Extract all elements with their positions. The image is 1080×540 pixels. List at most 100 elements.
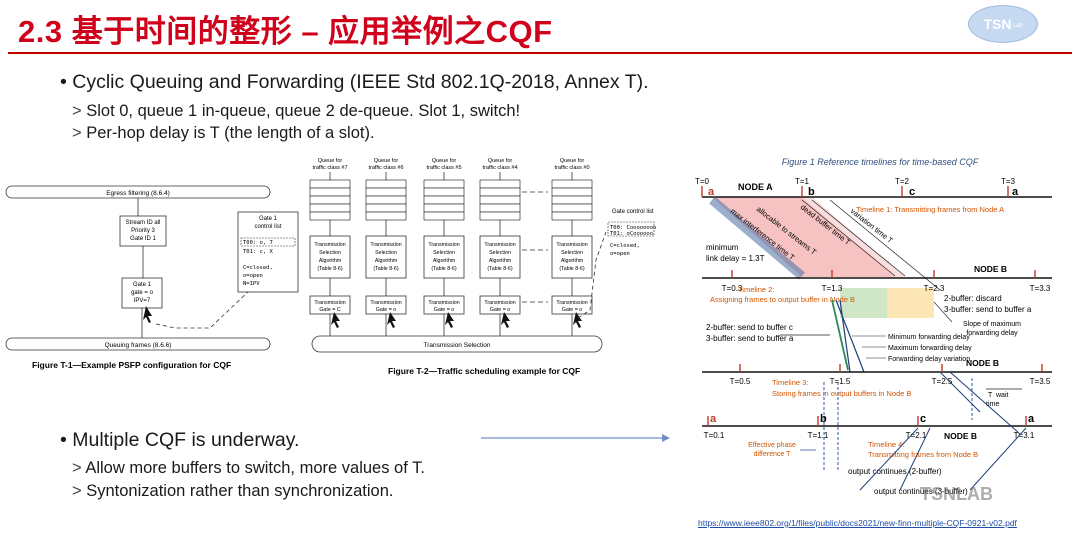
gate-title: Transmission xyxy=(484,300,515,306)
queue-label: Queue for xyxy=(318,158,343,164)
timeline-1-label: Timeline 1: Transmitting frames from Nod… xyxy=(856,205,1004,214)
control-row: T00: o, 7 xyxy=(243,240,273,246)
wait-label: time xyxy=(986,401,999,408)
node-b-label: NODE B xyxy=(966,358,999,368)
gate-state: Gate = o xyxy=(562,307,583,313)
control-title: control list xyxy=(254,224,281,230)
gate-switch-icon xyxy=(573,312,582,328)
tsa-label: (Table 8-6) xyxy=(559,266,585,272)
discard-label: 2-buffer: discard xyxy=(944,294,1002,303)
buffer-letter: a xyxy=(1012,186,1019,198)
tick-label: T=3 xyxy=(1001,177,1016,186)
gate-line: gate = o xyxy=(131,290,154,296)
phase-label: Effective phase xyxy=(748,442,796,449)
tsa-box xyxy=(551,235,593,279)
wait-label: T xyxy=(988,392,993,399)
reference-link[interactable]: https://www.ieee802.org/1/files/public/d… xyxy=(698,518,1017,528)
tsa-box xyxy=(479,235,521,279)
timeline-2-label: Assigning frames to output buffer in Nod… xyxy=(710,295,855,304)
tsa-label: Transmission xyxy=(370,242,401,248)
tsa-label: Selection xyxy=(561,250,583,256)
tick-label: T=0.3 xyxy=(722,284,743,293)
tsa-label: Algorithm xyxy=(561,258,584,264)
gate-switch-icon xyxy=(331,312,340,328)
tick-label: T=2.1 xyxy=(906,431,927,440)
chevron-right-icon: > xyxy=(72,124,82,142)
figure-t1-caption: Figure T-1—Example PSFP configuration fo… xyxy=(32,360,231,370)
egress-label: Egress filtering (8.6.4) xyxy=(106,190,170,197)
gate-title: Transmission xyxy=(314,300,345,306)
output-label: output continues (2-buffer) xyxy=(848,467,942,476)
legend-line: o=open xyxy=(243,273,263,279)
tsa-label: Algorithm xyxy=(489,258,512,264)
node-b-label: NODE B xyxy=(974,264,1007,274)
tsa-label: Transmission xyxy=(428,242,459,248)
tsa-label: Transmission xyxy=(556,242,587,248)
gate-switch-icon xyxy=(143,306,152,323)
transmission-selection-label: Transmission Selection xyxy=(424,342,491,349)
sub-bullet-syntonization: > Syntonization rather than synchronizat… xyxy=(72,482,394,500)
tick-label: T=2.5 xyxy=(932,377,953,386)
queue-label: traffic class #4 xyxy=(482,165,517,171)
queue-label: Queue for xyxy=(488,158,513,164)
figure-1-timelines: Figure 1 Reference timelines for time-ba… xyxy=(695,157,1052,504)
transmission-selection-box xyxy=(311,335,603,353)
fwd-label: Maximum forwarding delay xyxy=(888,345,972,352)
slope-label: forwarding delay xyxy=(966,330,1018,337)
send-label: 2-buffer: send to buffer c xyxy=(706,323,793,332)
tick-label: T=0.5 xyxy=(730,377,751,386)
queue-buffer xyxy=(309,179,351,221)
t2-control-title: Gate control list xyxy=(612,209,654,215)
tick-label: T=3.5 xyxy=(1030,377,1051,386)
queue-buffer xyxy=(423,179,465,221)
queue-label: traffic class #5 xyxy=(426,165,461,171)
node-a-label: NODE A xyxy=(738,182,773,192)
fwd-label: Forwarding delay variation xyxy=(888,356,970,363)
discard-label: 3-buffer: send to buffer a xyxy=(944,305,1032,314)
sub-bullet-buffers: > Allow more buffers to switch, more val… xyxy=(72,459,425,477)
buffer-letter: b xyxy=(820,413,827,425)
gate-line: Gate 1 xyxy=(133,282,152,288)
control-row: T01: c, X xyxy=(243,249,273,255)
tick-label: T=1 xyxy=(795,177,810,186)
queue-label: Queue for xyxy=(560,158,585,164)
stream-filter-box xyxy=(119,215,167,247)
tick-label: T=0 xyxy=(695,177,710,186)
queue-buffer xyxy=(365,179,407,221)
buffer-letter: b xyxy=(808,186,815,198)
slope-label: Slope of maximum xyxy=(963,321,1021,328)
tsa-box xyxy=(309,235,351,279)
sub-bullet-delay: > Per-hop delay is T (the length of a sl… xyxy=(72,124,375,142)
wait-label: wait xyxy=(995,392,1009,399)
tick-label: T=1.5 xyxy=(830,377,851,386)
tick-label: T=2.3 xyxy=(924,284,945,293)
queuing-frames-box xyxy=(5,337,271,351)
gate-state: Gate = o xyxy=(490,307,511,313)
legend-line: C=closed, xyxy=(243,265,273,271)
tsa-label: (Table 8-6) xyxy=(487,266,513,272)
gate-title: Transmission xyxy=(556,300,587,306)
gate-control-list-box xyxy=(237,211,299,293)
tsa-label: Selection xyxy=(489,250,511,256)
stream-line: Priority 3 xyxy=(131,228,155,234)
legend-line: N=IPV xyxy=(243,281,260,287)
buffer-letter: c xyxy=(920,413,926,425)
tsa-label: Algorithm xyxy=(375,258,398,264)
stream-line: Gate ID 1 xyxy=(130,236,156,242)
buffer-letter: c xyxy=(909,186,915,198)
t2-control-row: T01: oCoooooo xyxy=(610,231,653,237)
send-label: 3-buffer: send to buffer a xyxy=(706,334,794,343)
control-title: Gate 1 xyxy=(259,216,278,222)
tick-label: T=0.1 xyxy=(704,431,725,440)
tick-label: T=1.1 xyxy=(808,431,829,440)
tick-label: T=3.1 xyxy=(1014,431,1035,440)
queue-label: Queue for xyxy=(374,158,399,164)
queue-label: Queue for xyxy=(432,158,457,164)
min-link-label: minimum xyxy=(706,243,739,252)
bullet-multiple-cqf: • Multiple CQF is underway. xyxy=(60,429,300,451)
min-link-label: link delay = 1.3T xyxy=(706,254,765,263)
queue-label: traffic class #6 xyxy=(368,165,403,171)
